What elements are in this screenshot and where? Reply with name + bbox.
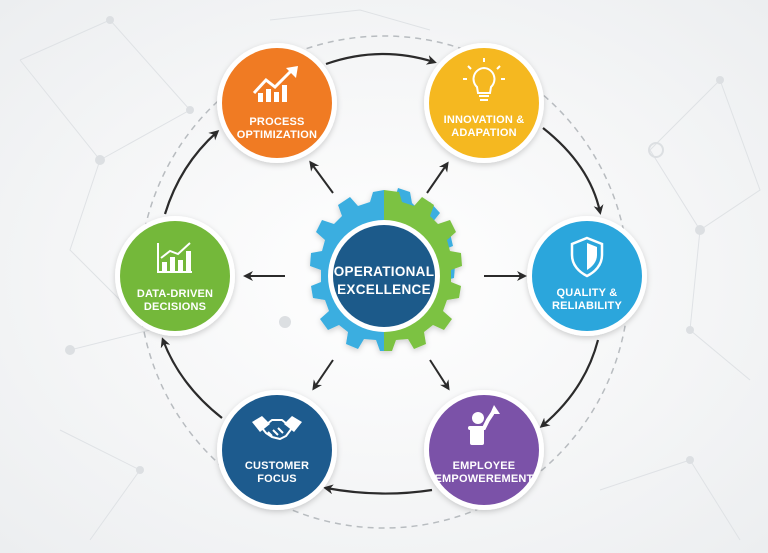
center-title-line1: OPERATIONAL [334,264,435,279]
node-data-driven-decisions-line2: DECISIONS [144,301,206,313]
node-employee-empowerment[interactable]: EMPLOYEE EMPOWEREMENT [424,390,544,510]
node-innovation-adaptation-line2: ADAPATION [451,127,517,139]
arrow-data-to-process [163,130,220,215]
arrow-center-to-customer [312,359,334,391]
arrow-customer-to-data [160,337,223,419]
cycle-arrows [160,52,604,495]
node-process-optimization-line1: PROCESS [249,116,304,128]
handshake-icon [252,416,302,440]
bar-chart-icon [157,242,192,273]
node-customer-focus[interactable]: CUSTOMER FOCUS [217,390,337,510]
arrow-center-to-process [309,160,334,194]
center-core [333,225,435,327]
node-customer-focus-line2: FOCUS [257,473,297,485]
node-employee-empowerment-line2: EMPOWEREMENT [435,473,534,485]
node-process-optimization-circle [222,48,332,158]
arrow-employee-to-customer [323,484,433,495]
central-gear [310,188,462,351]
arrow-center-to-employee [429,359,450,391]
node-quality-reliability-line1: QUALITY & [557,287,618,299]
lightbulb-icon [463,58,505,101]
arrow-quality-to-employee [539,339,600,428]
node-innovation-adaptation[interactable]: INNOVATION & ADAPATION [424,43,544,163]
node-employee-empowerment-circle [429,395,539,505]
node-process-optimization-line2: OPTIMIZATION [237,129,317,141]
center-title-line2: EXCELLENCE [337,282,431,297]
pillar-nodes: PROCESS OPTIMIZATION INNOVATION & [115,43,647,510]
radial-arrows [243,160,527,391]
node-process-optimization[interactable]: PROCESS OPTIMIZATION [217,43,337,163]
node-customer-focus-circle [222,395,332,505]
person-raising-arm-icon [468,405,500,445]
node-data-driven-decisions-circle [120,221,230,331]
growth-chart-icon [252,66,298,102]
node-innovation-adaptation-circle [429,48,539,158]
node-customer-focus-line1: CUSTOMER [245,460,309,472]
arrow-process-to-innovation [325,52,437,66]
node-data-driven-decisions[interactable]: DATA-DRIVEN DECISIONS [115,216,235,336]
node-data-driven-decisions-line1: DATA-DRIVEN [137,288,213,300]
shield-icon [570,236,604,278]
node-quality-reliability-line2: RELIABILITY [552,300,622,312]
node-quality-reliability[interactable]: QUALITY & RELIABILITY [527,216,647,336]
arrow-innovation-to-quality [542,127,604,215]
node-innovation-adaptation-line1: INNOVATION & [444,114,525,126]
arrow-center-to-innovation [426,161,449,194]
node-employee-empowerment-line1: EMPLOYEE [453,460,516,472]
background-dots [65,16,724,474]
